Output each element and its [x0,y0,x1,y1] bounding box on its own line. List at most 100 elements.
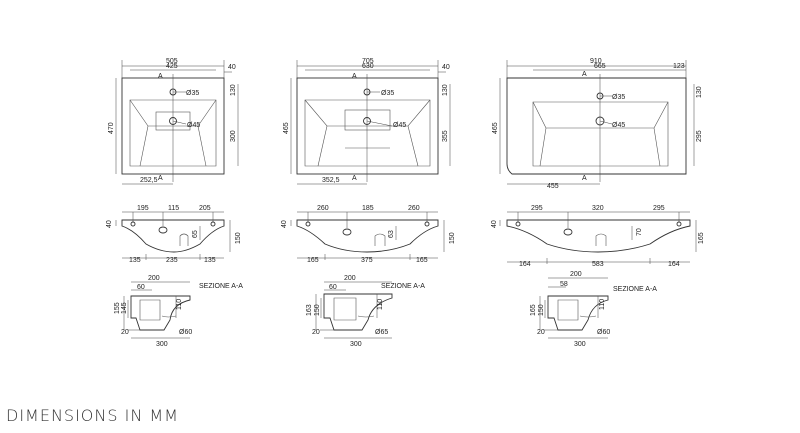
basin-3-front-dim-w1: 164 [519,261,531,268]
basin-2-front-dim-b: 185 [362,205,374,212]
basin-2-drain-diameter: Ø45 [393,122,406,129]
basin-1-sec-110: 110 [176,299,183,310]
basin-3-sec-200: 200 [570,271,582,278]
basin-1-drain-diameter: Ø45 [187,122,200,129]
basin-1-front-dim-150: 150 [235,232,242,244]
basin-2-section-mark-bottom: A [352,175,357,182]
basin-1-width: 505 [166,58,178,65]
basin-3-section-view: SEZIONE A-A 200 58 165 150 110 20 Ø60 30… [530,271,657,348]
basin-2: 705 630 40 465 Ø35 Ø45 130 355 352,5 A A… [281,58,456,348]
basin-2-width: 705 [362,58,374,65]
basin-1-sec-300: 300 [156,341,168,348]
basin-3-right-offset: 123 [673,63,685,70]
basin-2-front-dim-w3: 165 [416,257,428,264]
basin-2-sec-110: 110 [377,299,384,310]
basin-3-height: 465 [492,122,499,134]
basin-3-front-dim-70: 70 [636,228,643,236]
dimensions-caption: DIMENSIONS IN MM [6,406,179,425]
basin-3-sec-300: 300 [574,341,586,348]
basin-1-height: 470 [108,122,115,134]
basin-1-sec-20: 20 [121,329,129,336]
basin-1-right-offset: 40 [228,64,236,71]
basin-2-sec-60: 60 [329,284,337,291]
basin-3-width: 910 [590,58,602,65]
basin-1-front-dim-w1: 135 [129,257,141,264]
basin-2-dim-355: 355 [442,130,449,142]
basin-2-tap-diameter: Ø35 [381,90,394,97]
basin-2-front-dim-c: 260 [408,205,420,212]
basin-3-section-mark-bottom: A [582,175,587,182]
basin-3-front-dim-a: 295 [531,205,543,212]
basin-2-inner-width: 630 [362,63,374,70]
basin-2-sec-150: 150 [314,304,321,316]
basin-3-front-dim-w3: 164 [668,261,680,268]
basin-2-sec-20: 20 [312,329,320,336]
basin-3-section-title: SEZIONE A-A [613,286,657,293]
basin-2-right-offset: 40 [442,64,450,71]
basin-2-sec-diameter: Ø65 [375,329,388,336]
basin-3-inner-width: 665 [594,63,606,70]
basin-1-center-dim: 252,5 [140,177,158,184]
basin-2-front-dim-40: 40 [281,220,288,228]
basin-2-top-view: 705 630 40 465 Ø35 Ø45 130 355 352,5 A A [283,58,451,185]
basin-1-front-dim-b: 115 [168,205,179,212]
basin-1-section-title: SEZIONE A-A [199,283,243,290]
basin-2-sec-300: 300 [350,341,362,348]
basin-1-sec-145: 145 [121,302,128,314]
basin-2-center-dim: 352,5 [322,177,340,184]
basin-1: 505 425 40 470 Ø35 Ø45 130 300 252,5 A A… [106,58,243,348]
basin-1-front-view: 195 115 205 40 65 150 135 235 135 [106,205,242,264]
basin-1-sec-60: 60 [137,284,145,291]
basin-3-tap-diameter: Ø35 [612,94,625,101]
basin-2-height: 465 [283,122,290,134]
basin-2-front-dim-w1: 165 [307,257,319,264]
basin-3-front-dim-c: 295 [653,205,665,212]
basin-1-section-mark-bottom: A [158,175,163,182]
basin-1-sec-diameter: Ø60 [179,329,192,336]
basin-1-front-dim-w2: 235 [166,257,178,264]
basin-3-sec-20: 20 [537,329,545,336]
basin-3-section-mark-top: A [582,71,587,78]
basin-1-tap-diameter: Ø35 [186,90,199,97]
basin-3-front-dim-w2: 583 [592,261,604,268]
basin-3-drain-diameter: Ø45 [612,122,625,129]
basin-3-dim-130: 130 [696,86,703,98]
basin-3-sec-165: 165 [530,304,537,316]
basin-3-front-dim-165: 165 [698,232,705,244]
basin-2-dim-130: 130 [442,84,449,96]
basin-2-front-dim-150: 150 [449,232,456,244]
basin-3-sec-diameter: Ø60 [597,329,610,336]
basin-1-inner-width: 425 [166,63,178,70]
basin-1-front-dim-c: 205 [199,205,211,212]
basin-2-front-view: 260 185 260 40 63 150 165 375 165 [281,205,456,264]
basin-3-front-view: 295 320 295 40 70 165 164 583 164 [491,205,705,268]
basin-3: 910 665 123 465 Ø35 Ø45 130 295 455 A A … [491,58,705,348]
basin-1-sec-200: 200 [148,275,160,282]
basin-1-front-dim-40: 40 [106,220,113,228]
basin-2-front-dim-w2: 375 [361,257,373,264]
basin-3-sec-150: 150 [538,304,545,316]
basin-1-section-view: SEZIONE A-A 200 60 155 145 110 20 Ø60 30… [114,275,243,348]
basin-1-top-view: 505 425 40 470 Ø35 Ø45 130 300 252,5 A A [108,58,239,185]
basin-1-dim-300: 300 [230,130,237,142]
basin-3-center-dim: 455 [547,183,559,190]
basin-1-front-dim-a: 195 [137,205,149,212]
basin-2-sec-163: 163 [306,304,313,316]
basin-1-dim-130: 130 [230,84,237,96]
basin-2-section-title: SEZIONE A-A [381,283,425,290]
basin-2-front-dim-a: 260 [317,205,329,212]
basin-3-dim-295: 295 [696,130,703,142]
basin-1-section-mark-top: A [158,73,163,80]
basin-3-front-dim-b: 320 [592,205,604,212]
basin-2-front-dim-63: 63 [388,230,395,238]
basin-2-section-view: SEZIONE A-A 200 60 163 150 110 20 Ø65 30… [306,275,425,348]
basin-1-front-dim-w3: 135 [204,257,216,264]
basin-3-front-dim-40: 40 [491,220,498,228]
basin-2-sec-200: 200 [344,275,356,282]
basin-3-sec-110: 110 [599,299,606,310]
basin-1-front-dim-65: 65 [192,230,199,238]
basin-2-section-mark-top: A [352,73,357,80]
basin-3-sec-58: 58 [560,281,568,288]
basin-3-top-view: 910 665 123 465 Ø35 Ø45 130 295 455 A A [492,58,703,190]
